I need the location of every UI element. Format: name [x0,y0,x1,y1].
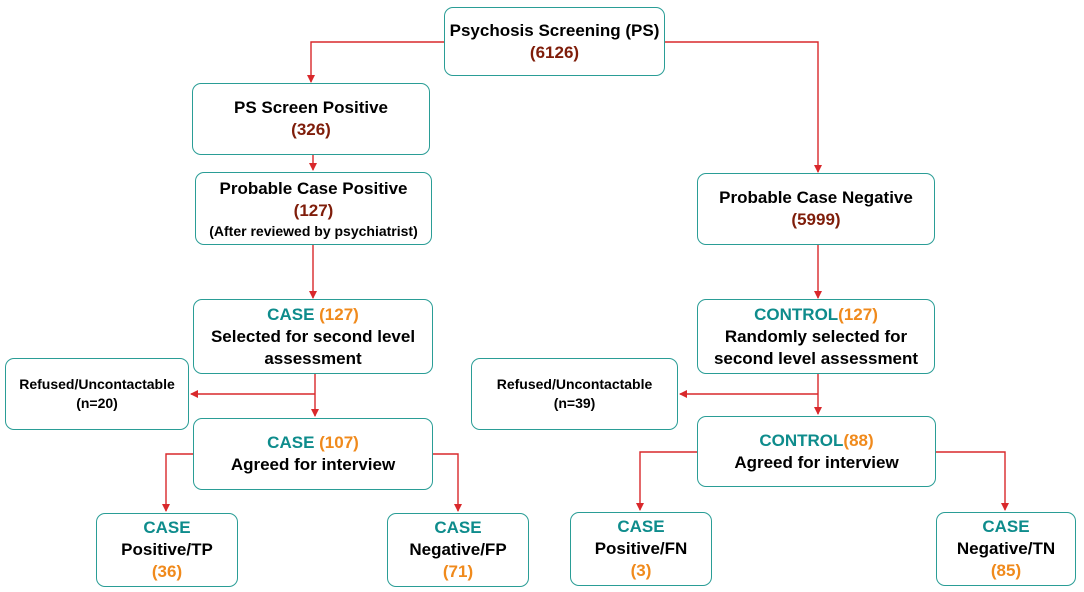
arrow-control-agreed-to-fn [636,451,697,511]
refused-left-count: (n=20) [76,395,118,411]
case-fp-label: CASE [434,518,482,537]
arrow-ps-to-probable-negative [665,41,822,173]
probable-positive-count: (127) [293,200,334,220]
arrow-case-agreed-to-tp [162,453,193,512]
control-fn-box: CASE Positive/FN (3) [570,512,712,586]
control-agreed-line2: Agreed for interview [734,452,899,472]
control-selected-line2: Randomly selected for [724,326,908,346]
ps-positive-count: (326) [291,120,331,139]
control-agreed-box: CONTROL(88) Agreed for interview [697,416,936,487]
case-selected-label: CASE [267,304,315,324]
probable-negative-title: Probable Case Negative [719,188,913,207]
control-fn-title: Positive/FN [594,539,688,558]
refused-right-box: Refused/Uncontactable (n=39) [471,358,678,430]
control-selected-box: CONTROL(127) Randomly selected for secon… [697,299,935,374]
case-tp-label: CASE [143,518,191,537]
case-selected-box: CASE (127) Selected for second level ass… [193,299,433,374]
refused-left-title: Refused/Uncontactable [19,376,175,392]
control-tn-box: CASE Negative/TN (85) [936,512,1076,586]
case-fp-title: Negative/FP [409,540,507,559]
control-tn-label: CASE [982,517,1030,536]
ps-positive-title: PS Screen Positive [233,98,389,117]
case-agreed-line2: Agreed for interview [230,455,396,474]
case-fp-count: (71) [442,562,474,581]
case-fp-box: CASE Negative/FP (71) [387,513,529,587]
case-selected-count: (127) [314,304,359,324]
control-selected-label: CONTROL [754,304,839,324]
control-tn-title: Negative/TN [956,539,1056,558]
case-agreed-label: CASE [267,433,315,452]
control-fn-count: (3) [630,561,652,580]
probable-case-positive-box: Probable Case Positive (127) (After revi… [195,172,432,245]
control-agreed-label: CONTROL [759,430,844,450]
refused-right-count: (n=39) [553,395,596,411]
case-agreed-count: (107) [314,433,359,452]
probable-positive-title: Probable Case Positive [219,178,408,198]
control-selected-count: (127) [838,304,878,324]
case-tp-count: (36) [151,562,183,581]
refused-right-title: Refused/Uncontactable [496,376,653,392]
arrow-control-agreed-to-tn [936,451,1009,511]
case-selected-line2: Selected for second level [210,326,416,346]
case-tp-title: Positive/TP [121,540,213,559]
case-selected-line3: assessment [264,348,362,368]
ps-count: (6126) [529,42,580,62]
psychosis-screening-box: Psychosis Screening (PS) (6126) [444,7,665,76]
refused-left-box: Refused/Uncontactable (n=20) [5,358,189,430]
ps-title: Psychosis Screening (PS) [449,20,660,40]
ps-screen-positive-box: PS Screen Positive (326) [192,83,430,155]
arrow-case-agreed-to-fp [433,453,462,512]
probable-negative-count: (5999) [791,210,841,229]
probable-case-negative-box: Probable Case Negative (5999) [697,173,935,245]
control-tn-count: (85) [990,561,1022,580]
control-fn-label: CASE [617,517,665,536]
case-tp-box: CASE Positive/TP (36) [96,513,238,587]
arrow-ps-to-ps-positive [307,41,444,83]
probable-positive-note: (After reviewed by psychiatrist) [209,222,418,239]
control-agreed-count: (88) [843,430,874,450]
case-agreed-box: CASE (107) Agreed for interview [193,418,433,490]
control-selected-line3: second level assessment [713,348,919,368]
